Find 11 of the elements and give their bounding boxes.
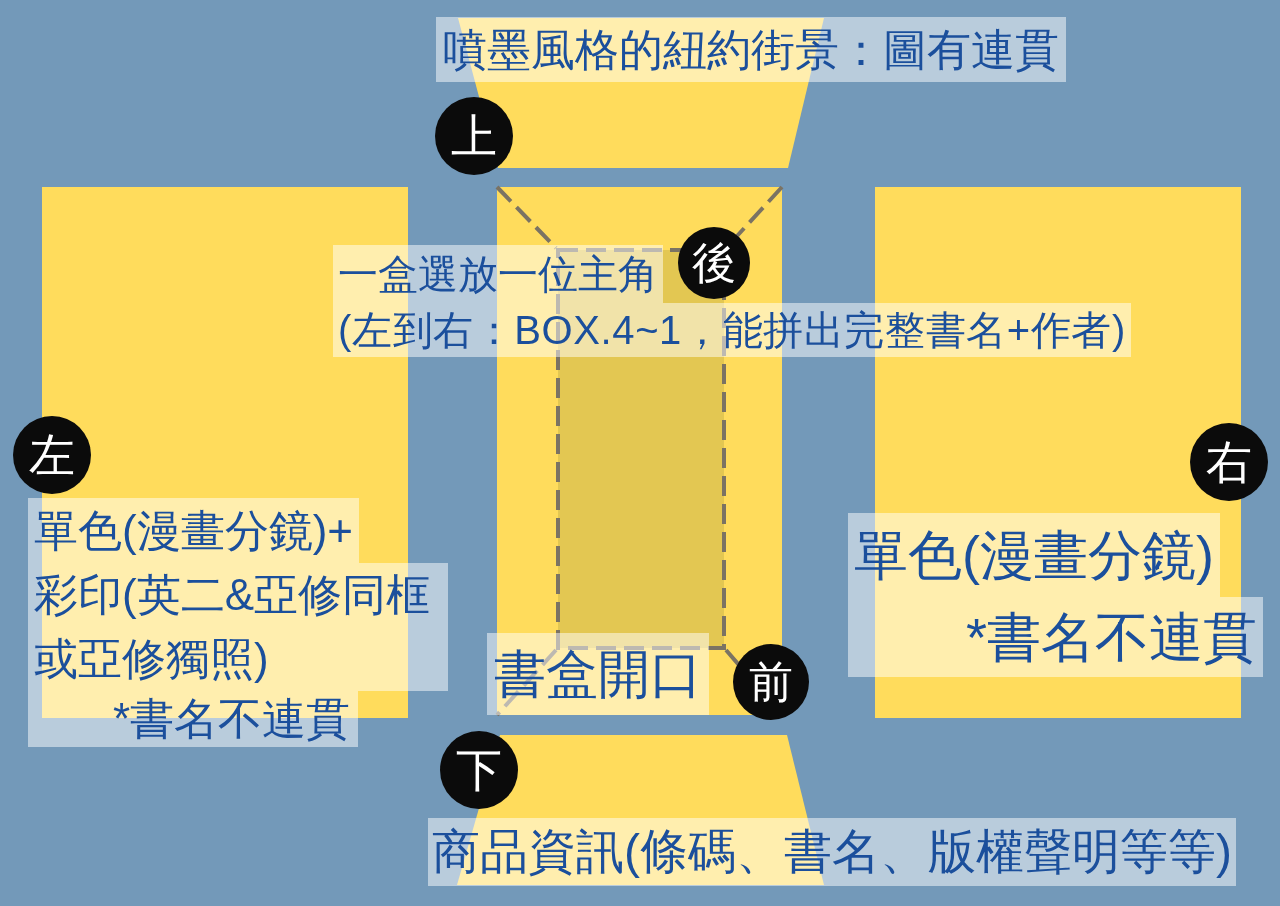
highlighted-text: 彩印(英二&亞修同框或亞修獨照)	[28, 563, 448, 691]
circle-badge: 後	[678, 227, 750, 299]
highlighted-text: 書盒開口	[487, 633, 709, 715]
highlighted-text: 單色(漫畫分鏡)+	[28, 498, 359, 563]
highlighted-text: 單色(漫畫分鏡)	[848, 513, 1220, 597]
highlighted-text: *書名不連貫	[848, 597, 1263, 677]
circle-badge: 左	[13, 416, 91, 494]
circle-badge: 上	[435, 97, 513, 175]
highlighted-text: 噴墨風格的紐約街景：圖有連貫	[436, 17, 1066, 82]
highlighted-text: *書名不連貫	[28, 691, 358, 747]
highlighted-text: 商品資訊(條碼、書名、版權聲明等等)	[428, 818, 1236, 886]
